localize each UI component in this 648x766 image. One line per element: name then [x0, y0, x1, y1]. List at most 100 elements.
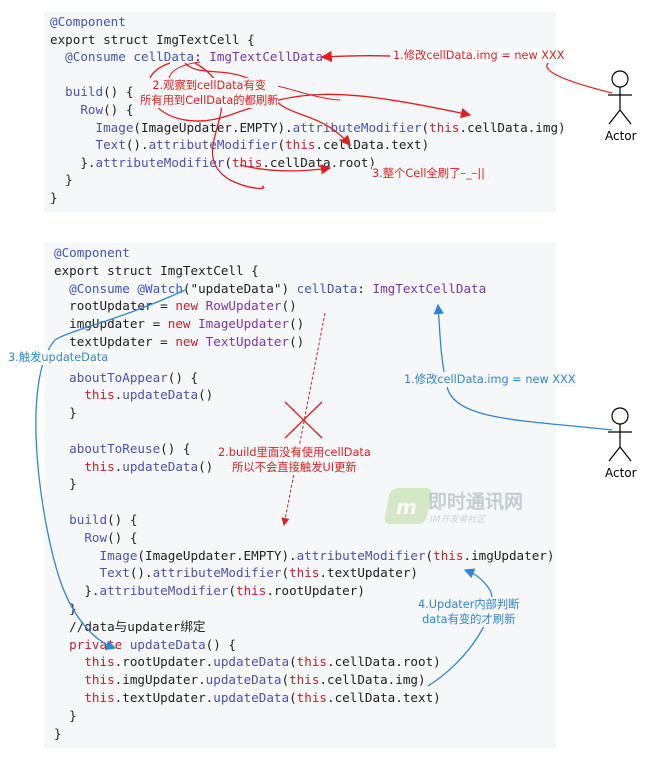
- code-token: Text: [50, 137, 126, 153]
- code-token: (): [289, 334, 305, 349]
- code-token: RowUpdater: [205, 298, 282, 314]
- actor-bottom-icon: [608, 407, 632, 462]
- code-line: build() {: [50, 84, 133, 100]
- code-token: }: [54, 405, 77, 421]
- code-token: }: [54, 725, 62, 741]
- code-token: () {: [205, 636, 236, 652]
- code-token: textUpdater =: [54, 334, 176, 349]
- code-token: (: [277, 137, 286, 153]
- code-token: rootUpdater =: [54, 298, 176, 314]
- code-token: () {: [107, 512, 138, 527]
- code-token: attributeModifier: [296, 547, 426, 563]
- code-token: updateData: [205, 672, 282, 688]
- code-token: ImgTextCellData: [209, 49, 323, 65]
- code-token: ().: [125, 137, 149, 153]
- watermark-title: 即时通讯网: [428, 491, 524, 513]
- code-token: this: [54, 458, 115, 474]
- code-token: //data与updater绑定: [54, 618, 206, 634]
- code-line: @Consume @Watch("updateData") cellData: …: [54, 281, 486, 297]
- code-line: rootUpdater = new RowUpdater(): [54, 298, 297, 314]
- code-token: Image: [50, 119, 134, 135]
- code-token: ().: [129, 565, 153, 581]
- code-token: }: [50, 172, 73, 188]
- code-token: }: [54, 476, 77, 492]
- code-token: }.: [54, 583, 100, 599]
- code-token: aboutToAppear: [54, 369, 168, 385]
- code-line: @Component: [50, 14, 126, 30]
- code-token: (: [228, 583, 236, 599]
- code-token: cellData: [133, 49, 195, 65]
- code-line: Text().attributeModifier(this.textUpdate…: [54, 565, 418, 581]
- actor-bottom-label: Actor: [605, 466, 637, 480]
- code-line: aboutToAppear() {: [54, 370, 198, 386]
- code-token: build: [50, 84, 104, 100]
- code-token: (: [425, 547, 434, 563]
- annotation-bottom-updater: 4.Updater内部判断 data有变的才刷新: [418, 597, 520, 627]
- annotation-bottom-modify: 1.修改cellData.img = new XXX: [404, 372, 576, 387]
- code-token: .: [114, 387, 123, 403]
- code-token: updateData: [129, 636, 206, 652]
- code-line: this.textUpdater.updateData(this.cellDat…: [54, 690, 440, 706]
- code-line: @Component: [54, 245, 130, 261]
- arrow-bottom-trigger: [35, 289, 186, 651]
- code-token: .rootUpdater.: [114, 654, 214, 670]
- code-token: updateData: [122, 387, 199, 403]
- code-token: attributeModifier: [292, 119, 422, 135]
- code-token: (): [198, 458, 214, 474]
- code-token: aboutToReuse: [54, 440, 161, 456]
- code-token: .imgUpdater.: [114, 672, 206, 688]
- code-token: this: [433, 547, 464, 563]
- code-token: .cellData.root): [262, 154, 377, 170]
- arrow-top-observe-root-2: [239, 164, 332, 175]
- code-line: Row() {: [54, 530, 137, 546]
- code-token: this: [54, 387, 115, 403]
- code-token: .textUpdater.: [114, 690, 214, 705]
- code-token: .textUpdater): [319, 565, 418, 581]
- code-token: :: [357, 280, 373, 296]
- code-token: Text: [54, 565, 130, 581]
- code-token: attributeModifier: [152, 565, 282, 581]
- code-line: //data与updater绑定: [54, 618, 206, 635]
- code-token: attributeModifier: [95, 154, 225, 170]
- code-token: ImgTextCellData: [372, 280, 487, 296]
- code-token: (ImageUpdater.EMPTY).: [137, 547, 297, 563]
- arrow-top-modify: [320, 50, 391, 63]
- annotation-top-modify: 1.修改cellData.img = new XXX: [393, 48, 565, 63]
- code-token: new: [167, 316, 199, 332]
- code-token: build: [54, 512, 108, 527]
- code-token: updateData: [213, 690, 290, 705]
- code-line: }: [54, 405, 77, 421]
- code-token: () {: [160, 440, 191, 456]
- code-token: this: [236, 583, 267, 599]
- code-token: @Consume: [50, 49, 134, 65]
- code-token: this: [285, 137, 316, 153]
- code-token: @Watch: [137, 280, 183, 296]
- code-line: }.attributeModifier(this.cellData.root): [50, 155, 376, 171]
- code-token: Row: [50, 102, 104, 117]
- code-token: .cellData.root): [327, 654, 441, 670]
- code-line: this.updateData(): [54, 459, 213, 475]
- code-token: (: [281, 672, 290, 688]
- code-token: this: [289, 565, 320, 581]
- code-token: this: [429, 119, 460, 135]
- code-token: updateData: [213, 654, 290, 670]
- code-token: (: [289, 690, 297, 705]
- code-line: this.imgUpdater.updateData(this.cellData…: [54, 672, 426, 688]
- code-token: Image: [54, 547, 138, 563]
- code-token: ImgTextCell {: [160, 262, 259, 278]
- code-line: export struct ImgTextCell {: [54, 263, 259, 279]
- code-token: this: [54, 672, 115, 688]
- code-token: @Consume: [54, 280, 138, 296]
- code-token: () {: [107, 529, 138, 545]
- code-token: .cellData.img): [319, 672, 426, 688]
- code-line: export struct ImgTextCell {: [50, 32, 255, 48]
- code-line: @Consume cellData: ImgTextCellData: [50, 49, 323, 65]
- code-token: }.: [50, 154, 96, 170]
- code-line: }: [54, 726, 62, 742]
- watermark-subtitle: IM开发者社区: [430, 515, 486, 525]
- code-token: ImgTextCell {: [156, 31, 255, 47]
- annotation-top-whole: 3.整个Cell全刷了–_–||: [372, 166, 485, 181]
- code-token: this: [54, 654, 115, 670]
- code-token: attributeModifier: [99, 583, 229, 599]
